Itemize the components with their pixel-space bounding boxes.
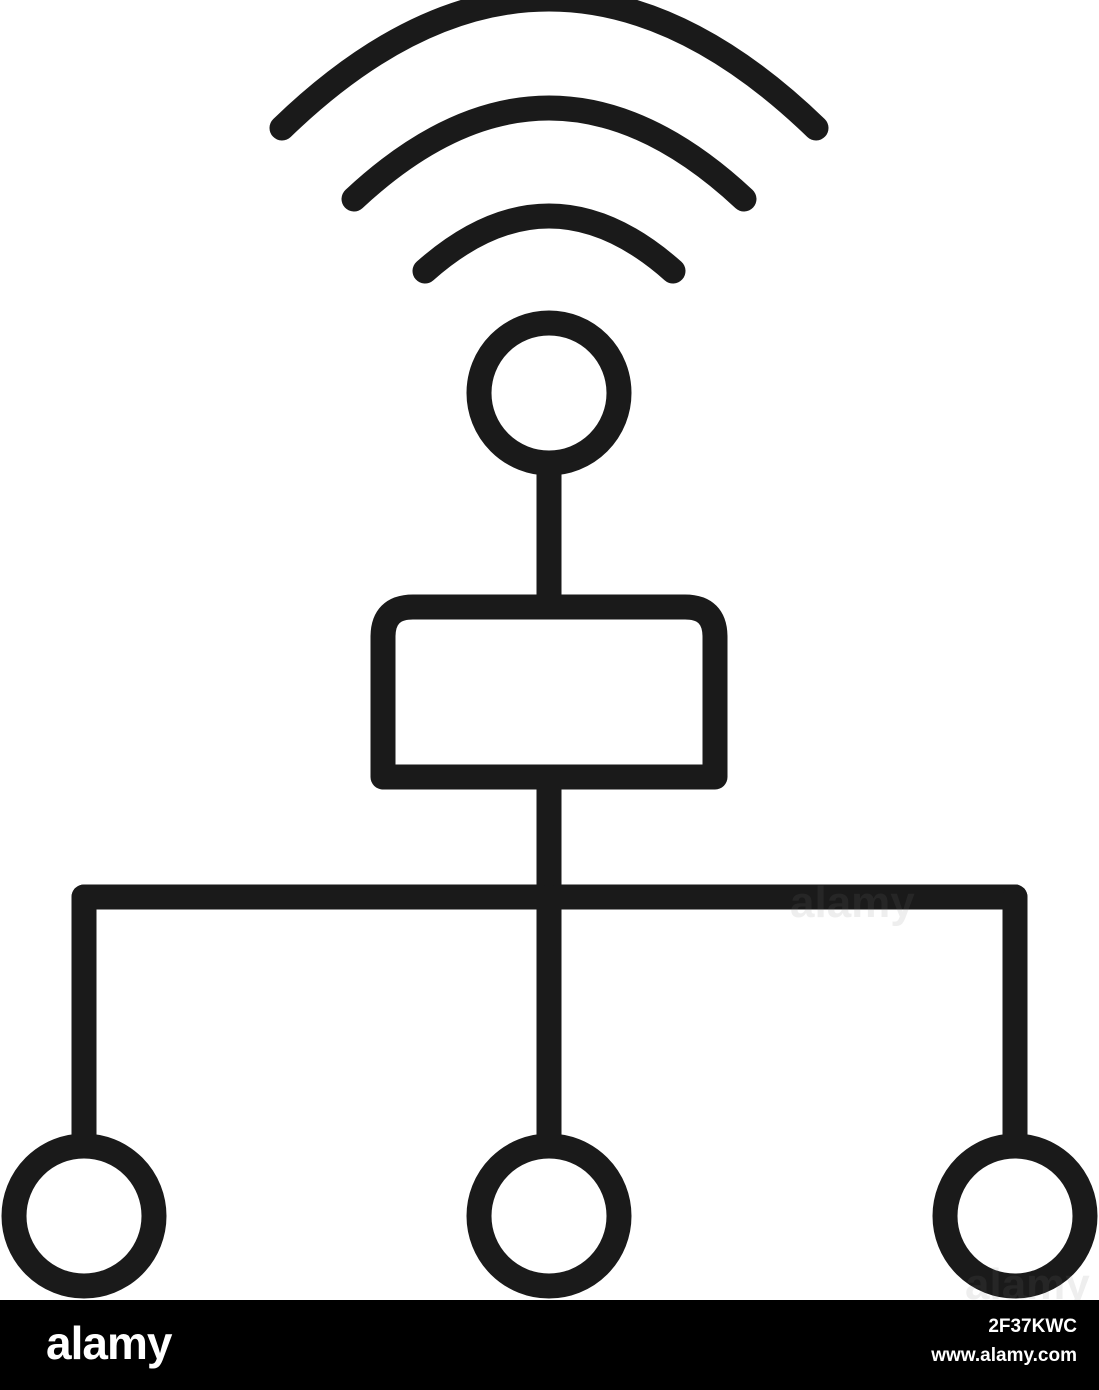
footer-bar — [0, 1300, 1099, 1390]
wifi-inner-arc — [412, 203, 686, 284]
wifi-outer-arc — [269, 0, 829, 141]
child-node-center-icon — [466, 1133, 632, 1299]
network-hierarchy-wifi-icon — [1, 0, 1098, 1299]
antenna-node-icon — [466, 310, 632, 476]
brand-logo: alamy — [46, 1317, 172, 1369]
child-node-right-icon — [932, 1133, 1098, 1299]
image-id: 2F37KWC — [988, 1316, 1077, 1337]
wifi-middle-arc — [341, 95, 757, 212]
site-url: www.alamy.com — [931, 1345, 1077, 1366]
child-node-left-icon — [1, 1133, 167, 1299]
router-box — [370, 594, 728, 790]
